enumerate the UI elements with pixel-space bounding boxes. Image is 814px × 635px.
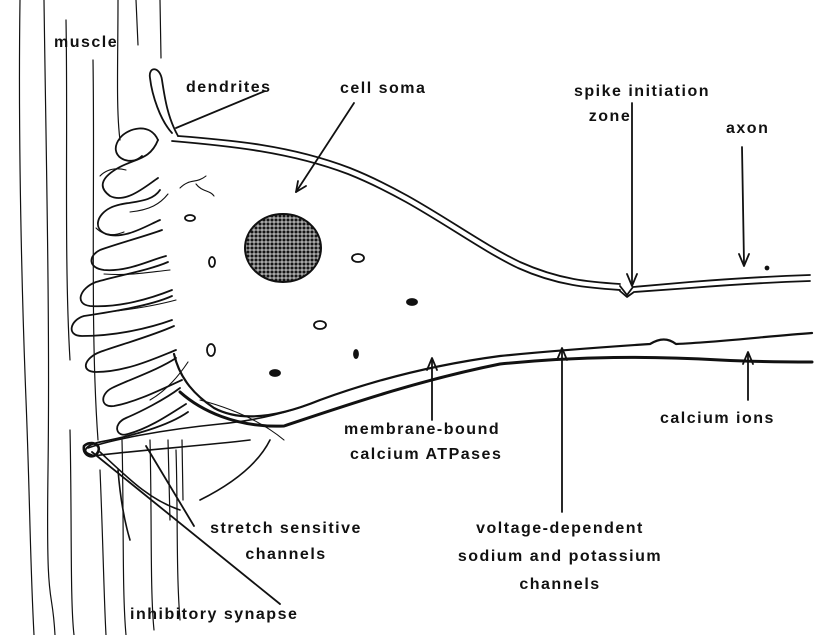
label-voltage-dependent: voltage-dependent: [420, 520, 700, 538]
label-membrane-bound: membrane-bound: [344, 421, 500, 439]
label-cell-soma: cell soma: [340, 80, 426, 98]
label-voltage-channels: channels: [420, 576, 700, 594]
label-inhibitory-synapse: inhibitory synapse: [130, 606, 298, 624]
muscle-fibers: [19, 0, 183, 635]
label-zone: zone: [550, 108, 670, 126]
label-axon: axon: [726, 120, 769, 138]
label-muscle: muscle: [54, 34, 118, 52]
dendrite-membrane: [72, 69, 188, 455]
nucleus: [245, 214, 321, 282]
label-calcium-atpases: calcium ATPases: [350, 446, 502, 464]
inhibitory-terminal: [84, 400, 320, 540]
label-stretch-channels: channels: [186, 546, 386, 564]
label-dendrites: dendrites: [186, 79, 272, 97]
label-spike-initiation: spike initiation: [550, 83, 734, 101]
label-sodium-potassium: sodium and potassium: [420, 548, 700, 566]
label-calcium-ions: calcium ions: [660, 410, 775, 428]
label-stretch-sensitive: stretch sensitive: [186, 520, 386, 538]
